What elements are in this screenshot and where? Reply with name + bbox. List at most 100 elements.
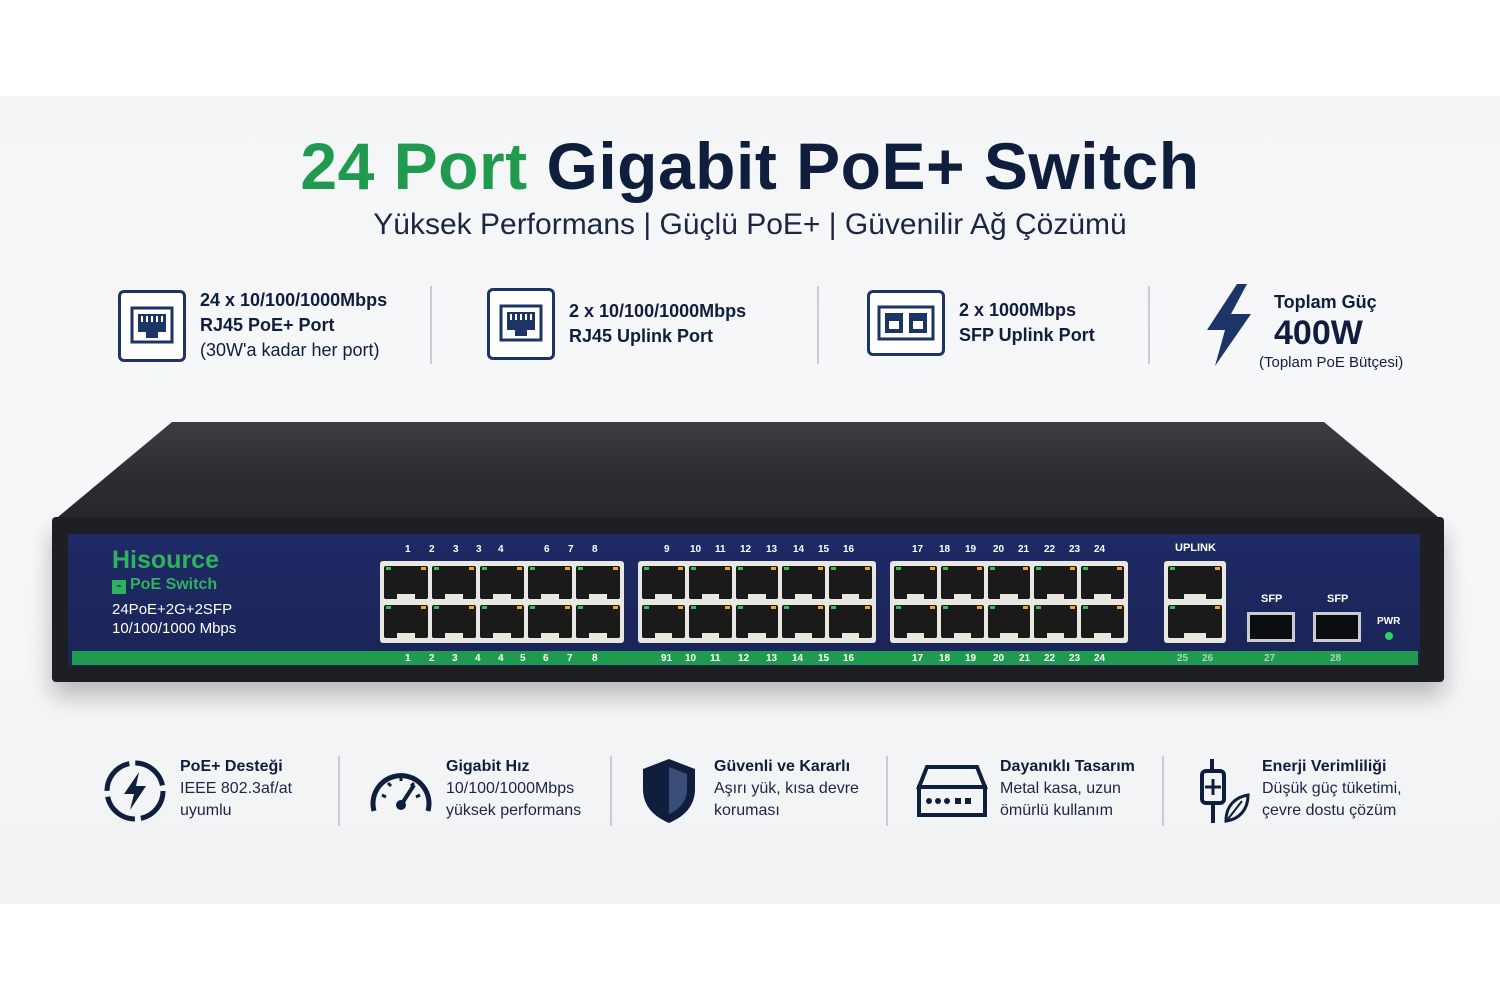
- rj45-port[interactable]: [576, 566, 620, 600]
- port-number: 3: [476, 544, 482, 555]
- rj45-port[interactable]: [688, 566, 732, 600]
- port-number: 24: [1094, 653, 1106, 664]
- port-number: 6: [543, 653, 549, 664]
- port-number: 18: [939, 653, 951, 664]
- feature-gigabit-speed: Gigabit Hız 10/100/1000Mbps yüksek perfo…: [366, 756, 581, 826]
- port-number: 21: [1019, 653, 1031, 664]
- port-number: 17: [912, 544, 924, 555]
- feature-line: ömürlü kullanım: [1000, 802, 1113, 819]
- port-number: 22: [1044, 544, 1056, 555]
- rj45-port[interactable]: [1081, 566, 1124, 600]
- port-number: 16: [843, 653, 855, 664]
- rj45-port[interactable]: [829, 566, 872, 600]
- metal-case-icon: [914, 756, 990, 826]
- rj45-port[interactable]: [384, 566, 428, 600]
- rj45-port-icon: [487, 288, 555, 360]
- rj45-port[interactable]: [829, 605, 872, 639]
- feature-title: Gigabit Hız: [446, 758, 530, 775]
- port-number: 6: [544, 544, 550, 555]
- rj45-port[interactable]: [480, 566, 524, 600]
- feature-line: Metal kasa, uzun: [1000, 780, 1121, 797]
- rj45-port[interactable]: [894, 605, 937, 639]
- feature-title: Dayanıklı Tasarım: [1000, 758, 1135, 775]
- feature-line3: (30W'a kadar her port): [200, 340, 380, 360]
- feature-line1: 2 x 10/100/1000Mbps: [569, 301, 747, 321]
- port-number: 22: [1044, 653, 1056, 664]
- eco-plug-icon: [1190, 756, 1252, 826]
- port-number: 3: [453, 544, 459, 555]
- model-number: 24PoE+2G+2SFP: [112, 601, 233, 618]
- feature-line1: 2 x 1000Mbps: [959, 300, 1077, 320]
- rj45-port[interactable]: [987, 566, 1031, 600]
- rj45-port[interactable]: [432, 605, 476, 639]
- rj45-port[interactable]: [688, 605, 732, 639]
- rj45-port[interactable]: [576, 605, 620, 639]
- product-name: ⌁PoE Switch: [112, 576, 217, 594]
- port-number: 2: [429, 544, 435, 555]
- rj45-port[interactable]: [384, 605, 428, 639]
- divider: [817, 286, 819, 364]
- power-lightning-icon: [100, 756, 170, 826]
- feature-line: koruması: [714, 802, 780, 819]
- port-number: 20: [993, 544, 1005, 555]
- divider: [430, 286, 432, 364]
- port-number: 2: [429, 653, 435, 664]
- rj45-port[interactable]: [735, 566, 779, 600]
- port-number: 8: [592, 653, 598, 664]
- rj45-port[interactable]: [480, 605, 524, 639]
- rj45-port[interactable]: [782, 605, 826, 639]
- port-number: 91: [661, 653, 673, 664]
- switch-top-cover: [52, 422, 1444, 522]
- port-number: 27: [1264, 653, 1276, 664]
- rj45-port[interactable]: [1081, 605, 1124, 639]
- rj45-port[interactable]: [894, 566, 937, 600]
- rj45-port[interactable]: [1034, 605, 1078, 639]
- rj45-port-icon: [118, 289, 186, 362]
- rj45-port[interactable]: [940, 566, 984, 600]
- rj45-port[interactable]: [1034, 566, 1078, 600]
- rj45-port[interactable]: [528, 605, 572, 639]
- feature-uplink-ports: 2 x 10/100/1000Mbps RJ45 Uplink Port: [487, 288, 746, 360]
- feature-title: Enerji Verimliliği: [1262, 758, 1387, 775]
- port-number: 4: [498, 653, 504, 664]
- rj45-port[interactable]: [782, 566, 826, 600]
- port-number: 3: [452, 653, 458, 664]
- power-sub: (Toplam PoE Bütçesi): [1259, 354, 1404, 371]
- rj45-port[interactable]: [642, 605, 685, 639]
- rj45-port[interactable]: [735, 605, 779, 639]
- port-number: 19: [965, 653, 977, 664]
- uplink-port-block: [1164, 561, 1226, 643]
- feature-poe-ports: 24 x 10/100/1000Mbps RJ45 PoE+ Port (30W…: [118, 288, 387, 363]
- rj45-port[interactable]: [528, 566, 572, 600]
- port-block-3: [890, 561, 1128, 643]
- feature-line2: RJ45 PoE+ Port: [200, 315, 335, 335]
- port-block-1: [380, 561, 624, 643]
- rj45-port[interactable]: [642, 566, 685, 600]
- port-number: 14: [792, 653, 804, 664]
- port-number: 18: [939, 544, 951, 555]
- rj45-port[interactable]: [987, 605, 1031, 639]
- sfp-slot[interactable]: [1247, 612, 1295, 642]
- divider: [1162, 756, 1164, 826]
- feature-line: 10/100/1000Mbps: [446, 780, 575, 797]
- feature-line: IEEE 802.3af/at: [180, 780, 293, 797]
- feature-line: yüksek performans: [446, 802, 582, 819]
- port-number: 20: [993, 653, 1005, 664]
- port-number: 23: [1069, 544, 1081, 555]
- feature-line: çevre dostu çözüm: [1262, 802, 1397, 819]
- feature-line2: SFP Uplink Port: [959, 325, 1095, 345]
- divider: [610, 756, 612, 826]
- feature-line: uyumlu: [180, 802, 232, 819]
- uplink-port[interactable]: [1168, 605, 1222, 639]
- poe-icon: ⌁: [112, 580, 126, 594]
- feature-title: PoE+ Desteği: [180, 758, 283, 775]
- uplink-port[interactable]: [1168, 566, 1222, 600]
- port-number: 10: [685, 653, 697, 664]
- feature-line1: 24 x 10/100/1000Mbps: [200, 290, 388, 310]
- feature-line: Aşırı yük, kısa devre: [714, 780, 859, 797]
- title-accent: 24 Port: [300, 129, 528, 203]
- port-number: 12: [738, 653, 750, 664]
- rj45-port[interactable]: [940, 605, 984, 639]
- sfp-slot[interactable]: [1313, 612, 1361, 642]
- rj45-port[interactable]: [432, 566, 476, 600]
